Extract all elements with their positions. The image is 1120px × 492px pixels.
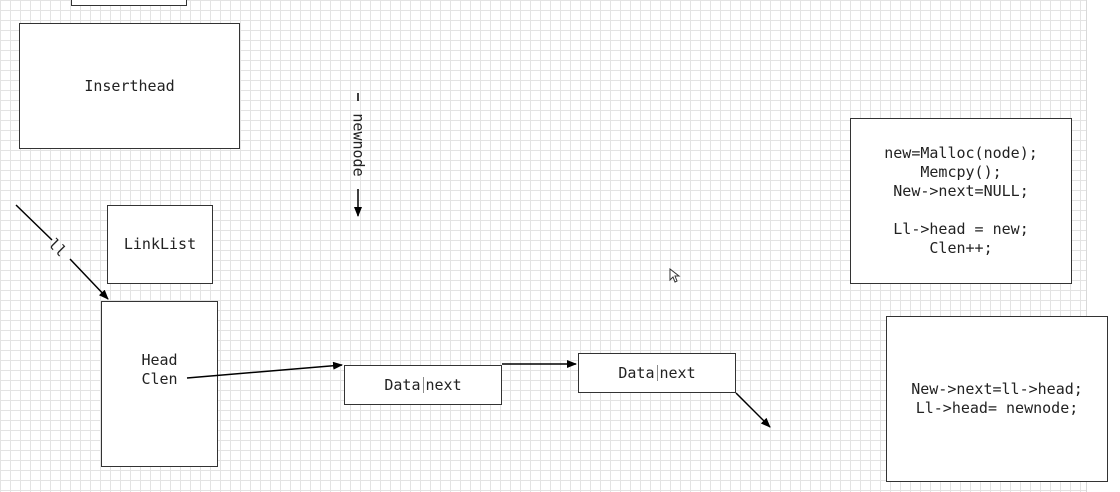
code-box-1-line: Ll->head = new; <box>893 220 1029 238</box>
node-1-data-label: Data <box>384 375 421 394</box>
mouse-cursor-icon <box>669 268 681 283</box>
code-box-1-line: new=Malloc(node); <box>884 144 1038 162</box>
code-box-2-lines: New->next=ll->head; Ll->head= newnode; <box>911 380 1083 418</box>
head-box[interactable]: Head Clen <box>101 301 218 467</box>
node-1-separator <box>422 376 424 393</box>
inserthead-label: Inserthead <box>84 76 175 95</box>
clen-label: Clen <box>141 370 178 388</box>
code-box-1[interactable]: new=Malloc(node); Memcpy(); New->next=NU… <box>850 118 1072 284</box>
canvas-edge <box>1086 0 1087 492</box>
linklist-label: LinkList <box>123 235 197 253</box>
top-partial-box[interactable] <box>71 0 187 6</box>
code-box-2[interactable]: New->next=ll->head; Ll->head= newnode; <box>886 316 1108 482</box>
head-label: Head <box>141 351 178 369</box>
code-box-2-line: New->next=ll->head; <box>911 380 1083 398</box>
code-box-1-line: Memcpy(); <box>920 163 1002 181</box>
code-box-2-line: Ll->head= newnode; <box>915 399 1079 417</box>
code-box-1-line <box>884 201 1038 220</box>
node-2-separator <box>656 364 658 381</box>
code-box-1-line: New->next=NULL; <box>893 182 1029 200</box>
linklist-box[interactable]: LinkList <box>107 205 213 284</box>
code-box-1-line: Clen++; <box>929 239 993 257</box>
node-2-data-label: Data <box>618 363 655 382</box>
node-1-next-label: next <box>425 375 462 394</box>
code-box-1-lines: new=Malloc(node); Memcpy(); New->next=NU… <box>884 144 1038 258</box>
inserthead-box[interactable]: Inserthead <box>19 23 240 149</box>
node-2-next-label: next <box>659 363 696 382</box>
